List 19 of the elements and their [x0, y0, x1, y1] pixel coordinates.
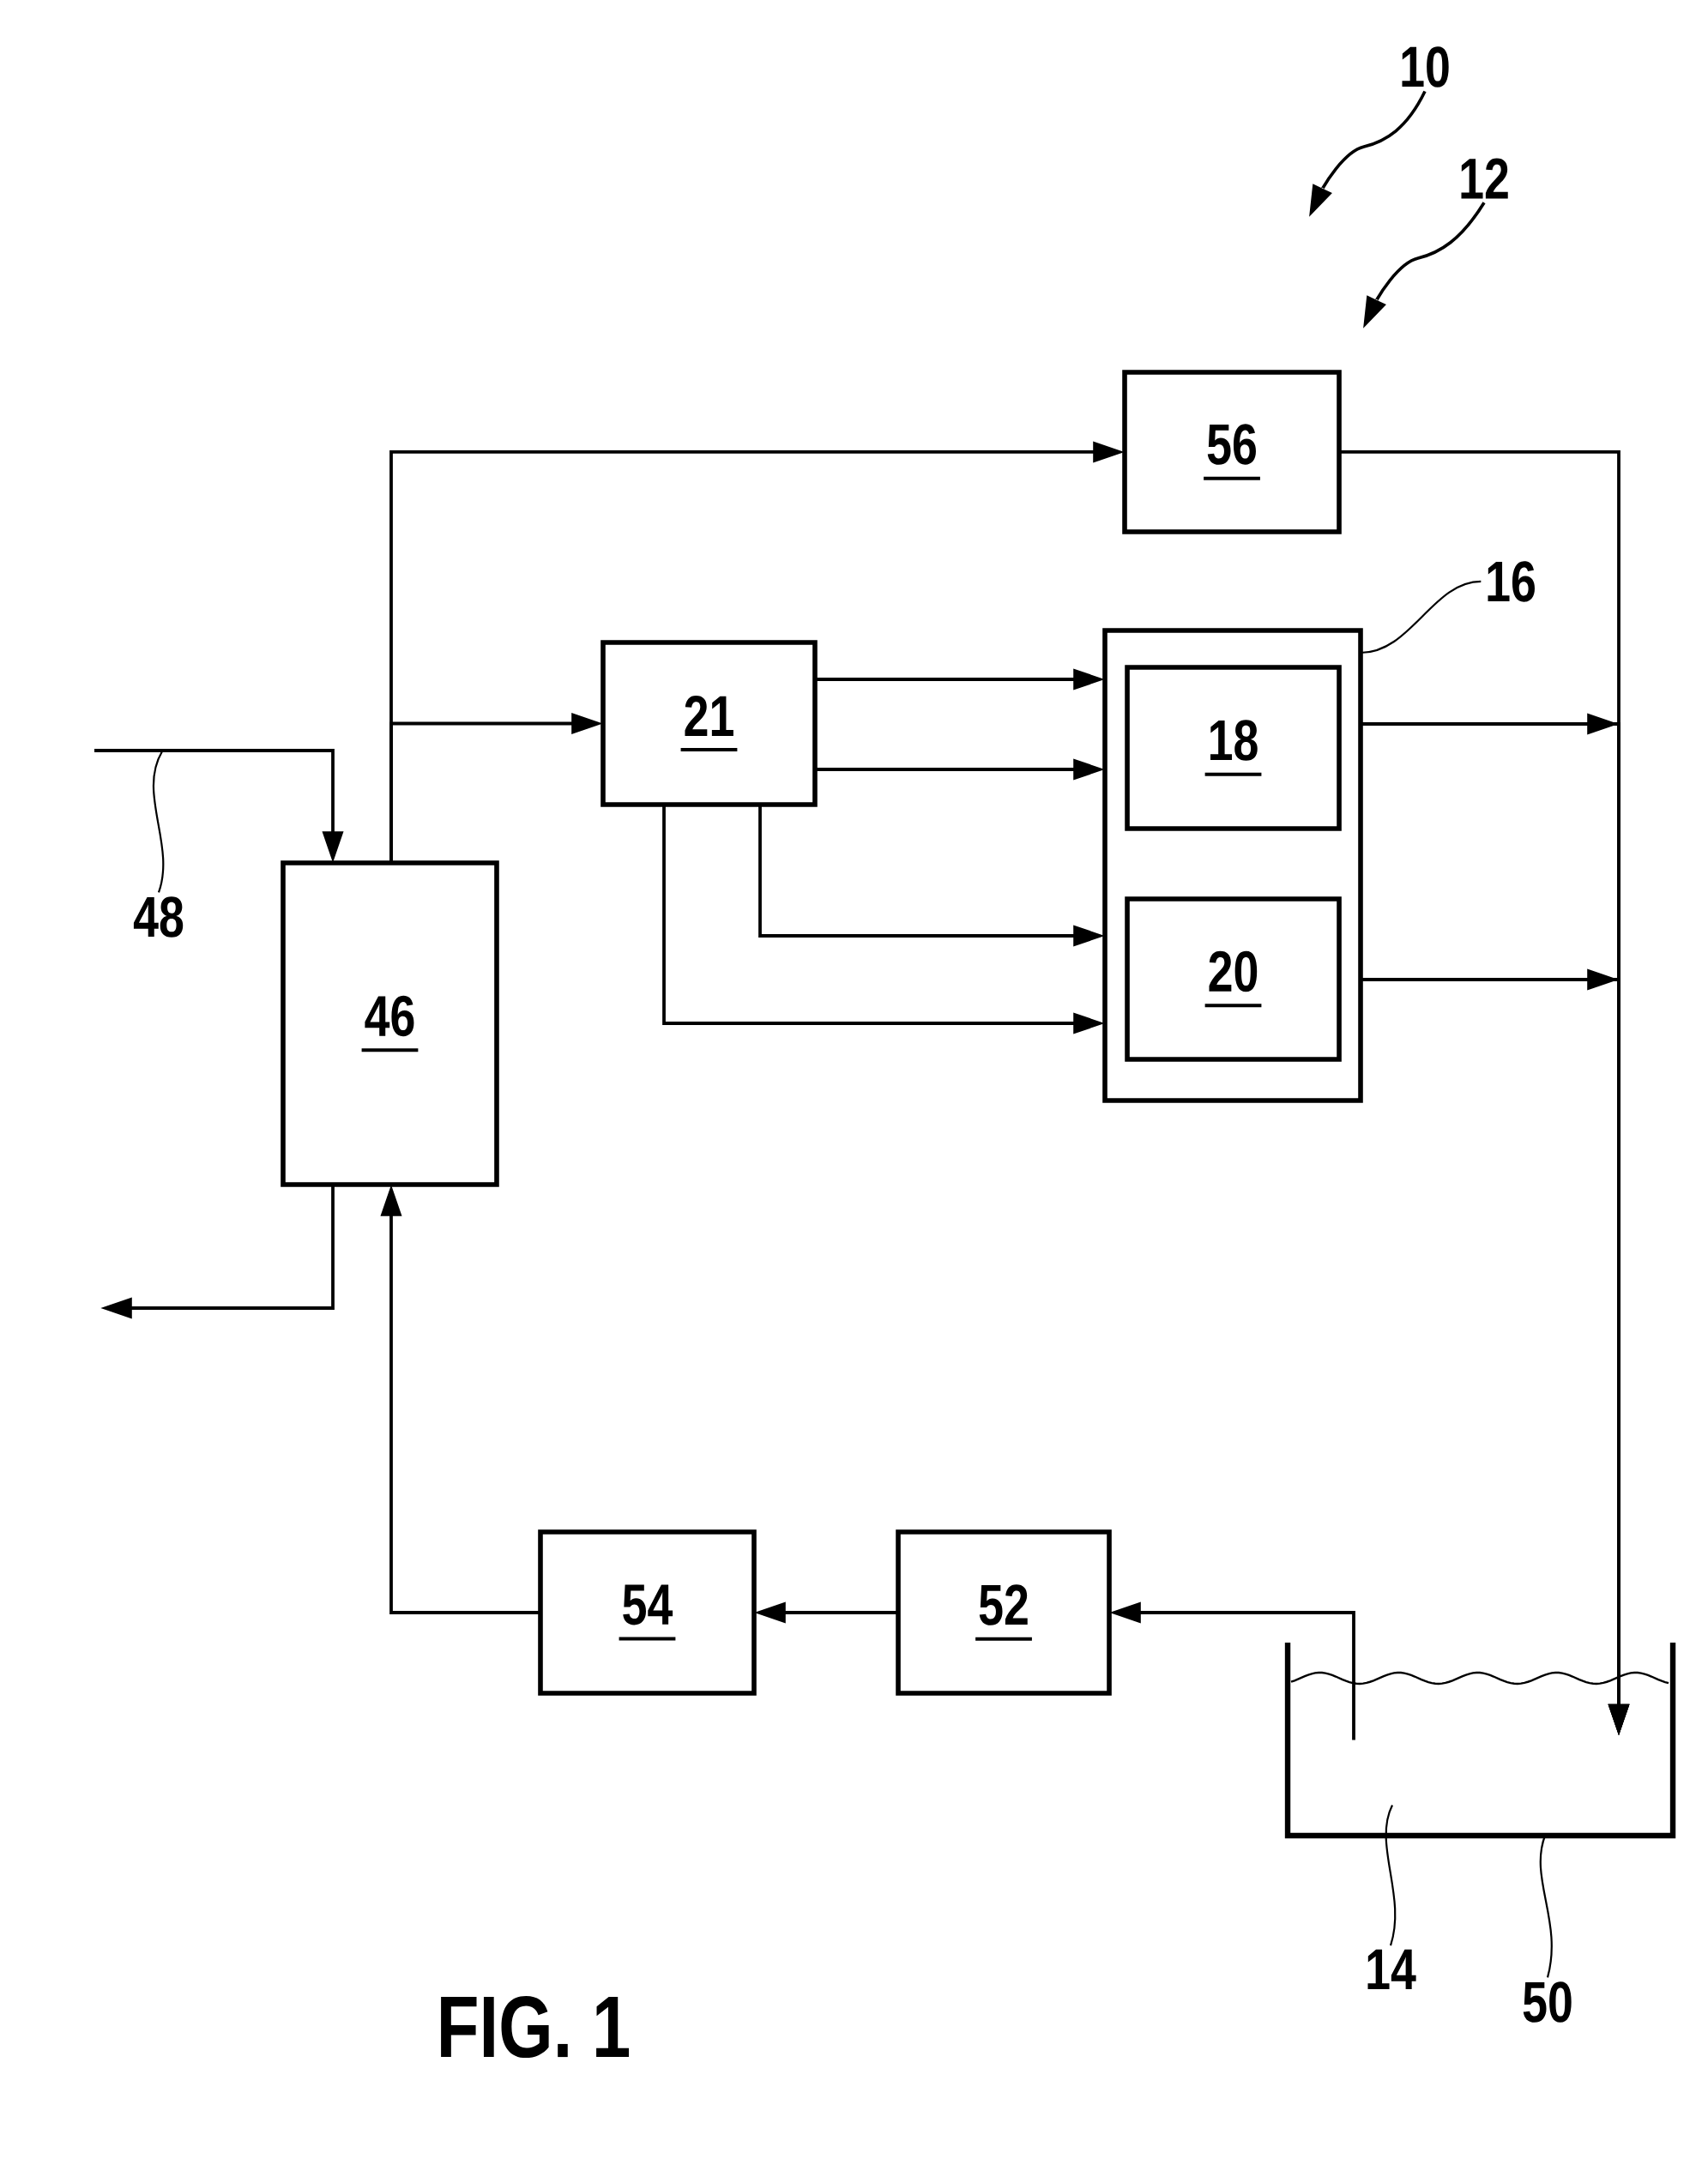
reference-numeral: 48	[133, 896, 184, 938]
component-box: 54	[538, 1529, 757, 1696]
component-box: 56	[1122, 370, 1342, 534]
component-box	[1102, 628, 1363, 1103]
reference-numeral: 14	[1367, 1949, 1416, 1990]
component-box: 46	[281, 860, 499, 1187]
leader-line	[1360, 580, 1482, 654]
liquid	[1290, 1671, 1669, 1686]
figure-caption: FIG. 1	[441, 1995, 630, 2059]
leader-line	[1385, 1805, 1397, 1946]
reference-numeral: 16	[1488, 561, 1535, 602]
component-box: 20	[1125, 896, 1342, 1062]
component-box: 21	[601, 640, 818, 807]
component-box: 52	[896, 1529, 1112, 1696]
leader-line	[152, 751, 165, 893]
reference-numeral: 50	[1523, 1981, 1572, 2023]
component-box: 18	[1125, 665, 1342, 831]
reference-numeral: 12	[1461, 158, 1508, 199]
reference-numeral: 10	[1402, 46, 1449, 87]
